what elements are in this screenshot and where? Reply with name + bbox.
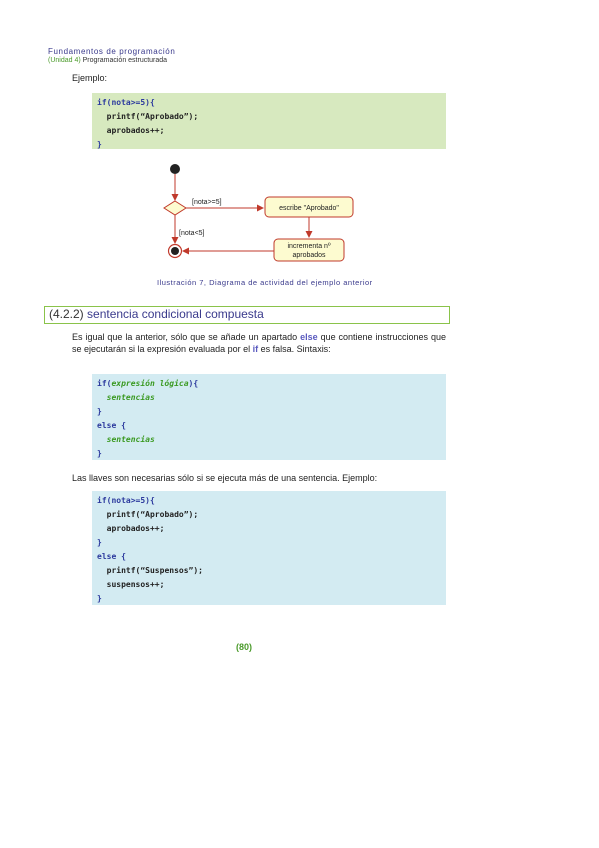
code-block-syntax: if(expresión lógica){ sentencias } else …: [92, 374, 446, 460]
code-line: }: [97, 407, 102, 416]
keyword-if: if: [252, 344, 259, 354]
guard-yes-label: [nota>=5]: [192, 199, 222, 206]
code-line: suspensos++;: [106, 580, 165, 589]
keyword-else: else: [300, 332, 318, 342]
code-line: if(expresión lógica){: [97, 379, 199, 388]
code-line: }: [97, 538, 102, 547]
code-line: printf(“Aprobado”);: [106, 510, 199, 519]
code-block-simple-if: if(nota>=5){ printf(“Aprobado”); aprobad…: [92, 93, 446, 149]
action-node-print-label: escribe "Aprobado": [279, 205, 339, 212]
section-title: sentencia condicional compuesta: [87, 307, 264, 321]
header-unit-title: Programación estructurada: [82, 57, 168, 64]
code-line: }: [97, 140, 102, 149]
final-node: [167, 243, 183, 259]
paragraph-intro: Es igual que la anterior, sólo que se añ…: [72, 332, 446, 354]
code-line: if(nota>=5){: [97, 98, 155, 107]
section-heading: (4.2.2) sentencia condicional compuesta: [44, 306, 450, 324]
action-node-print: [264, 196, 354, 218]
final-node-core: [171, 247, 179, 255]
code-line: printf(“Suspensos”);: [106, 566, 203, 575]
header-unit: (Unidad 4) Programación estructurada: [48, 57, 167, 64]
code-block-if-else: if(nota>=5){ printf(“Aprobado”); aprobad…: [92, 491, 446, 605]
example-label: Ejemplo:: [72, 73, 108, 83]
header-unit-number: (Unidad 4): [48, 57, 81, 64]
code-line: printf(“Aprobado”);: [106, 112, 199, 121]
action-node-increment-label: aprobados: [292, 252, 326, 259]
code-line: else {: [97, 552, 126, 561]
code-line: else {: [97, 421, 126, 430]
header-course: Fundamentos de programación: [48, 47, 176, 56]
section-number: (4.2.2): [49, 307, 84, 321]
code-line: }: [97, 449, 102, 458]
initial-node: [170, 164, 180, 174]
code-line: if(nota>=5){: [97, 496, 155, 505]
code-line: sentencias: [106, 393, 155, 402]
paragraph-braces: Las llaves son necesarias sólo si se eje…: [72, 473, 378, 483]
code-line: }: [97, 594, 102, 603]
guard-no-label: [nota<5]: [179, 230, 205, 237]
figure-caption: Ilustración 7, Diagrama de actividad del…: [157, 278, 373, 287]
action-node-increment-label: incrementa nº: [287, 243, 330, 250]
page-number: (80): [236, 642, 253, 652]
action-node-increment: [273, 238, 345, 262]
code-line: aprobados++;: [106, 126, 165, 135]
code-line: sentencias: [106, 435, 155, 444]
decision-node: [163, 200, 187, 216]
code-line: aprobados++;: [106, 524, 165, 533]
